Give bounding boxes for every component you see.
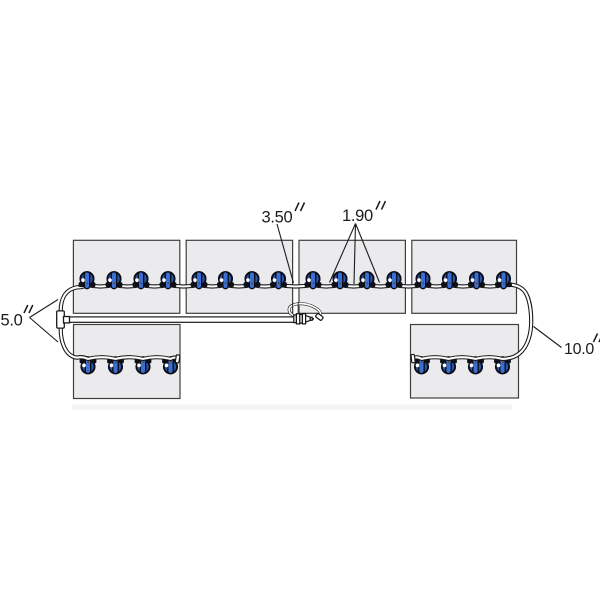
svg-text:10.0: 10.0 [564, 341, 594, 358]
svg-text:1.90: 1.90 [342, 207, 373, 225]
svg-text:5.0: 5.0 [1, 312, 23, 330]
svg-text:3.50: 3.50 [262, 209, 293, 227]
